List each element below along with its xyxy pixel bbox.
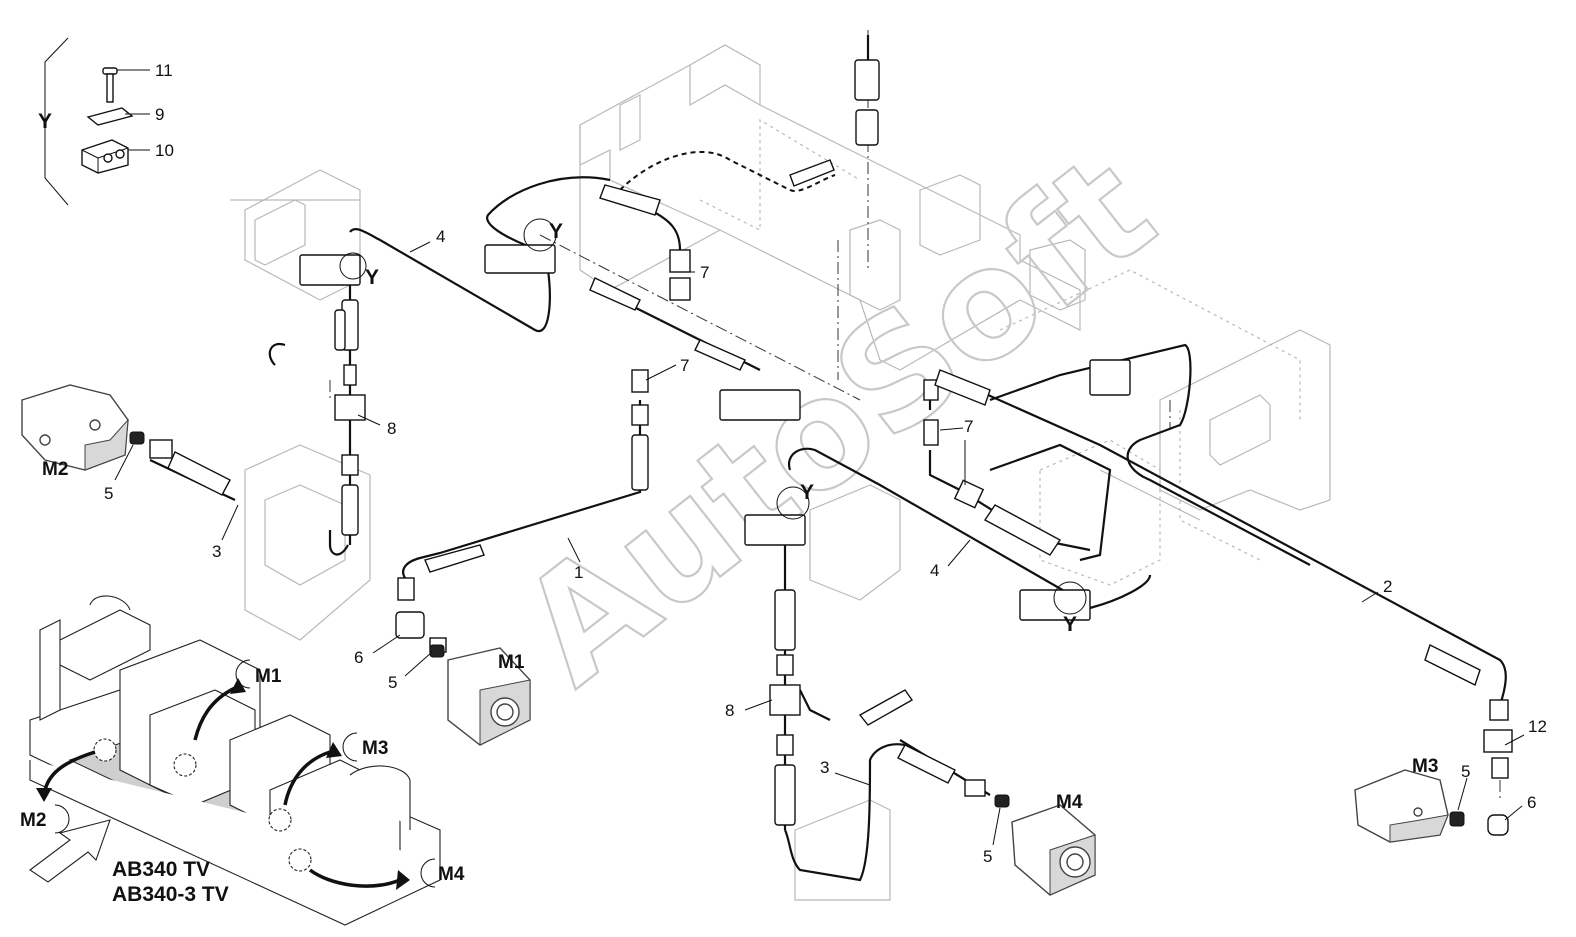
inset-label-y: Y — [38, 110, 52, 133]
machine-label-m2: M2 — [20, 810, 46, 831]
callout-10: 10 — [155, 141, 174, 160]
centre-lines — [329, 30, 1501, 800]
callout-7-right: 7 — [964, 417, 973, 436]
callout-3-lower: 3 — [820, 758, 829, 777]
callout-11: 11 — [155, 61, 173, 80]
callout-leaders — [114, 241, 1525, 846]
callout-7-upper: 7 — [700, 263, 709, 282]
callout-5-m4: 5 — [983, 847, 992, 866]
callout-1: 1 — [574, 563, 583, 582]
machine-frame — [230, 44, 1331, 901]
detail-label-y-4: Y — [1063, 613, 1077, 636]
detail-label-y-2: Y — [549, 220, 563, 243]
callout-2: 2 — [1383, 577, 1392, 596]
callout-5-m1: 5 — [388, 673, 397, 692]
callout-6-left: 6 — [354, 648, 363, 667]
motor-label-m4: M4 — [1056, 792, 1083, 813]
callout-4-lower: 4 — [930, 561, 939, 580]
machine-label-m1: M1 — [255, 666, 282, 687]
machine-label-m4: M4 — [438, 864, 465, 885]
callout-9: 9 — [155, 105, 164, 124]
motor-label-m3: M3 — [1412, 756, 1438, 777]
hose-fittings — [129, 59, 1513, 836]
detail-circles — [339, 218, 1087, 615]
motor-m2 — [21, 384, 129, 471]
motor-m1 — [447, 647, 531, 746]
callout-4-upper: 4 — [436, 227, 445, 246]
callout-8-left: 8 — [387, 419, 396, 438]
motor-label-m2: M2 — [42, 459, 68, 480]
machine-overview — [29, 595, 441, 926]
callout-3-left: 3 — [212, 542, 221, 561]
motor-m3 — [1354, 769, 1449, 843]
motor-label-m1: M1 — [498, 652, 525, 673]
callout-5-left: 5 — [104, 484, 113, 503]
watermark-text: AutoSoft — [490, 122, 1185, 718]
detail-label-y-1: Y — [365, 266, 379, 289]
callout-5-m3: 5 — [1461, 762, 1470, 781]
callout-12: 12 — [1528, 717, 1547, 736]
machine-label-m3: M3 — [362, 738, 388, 759]
inset-detail-y — [44, 37, 150, 206]
model-name-1: AB340 TV — [112, 858, 210, 881]
callout-6-right: 6 — [1527, 793, 1536, 812]
detail-label-y-3: Y — [800, 481, 814, 504]
model-name-2: AB340-3 TV — [112, 883, 229, 906]
motor-m4 — [1011, 804, 1096, 896]
callout-8-lower: 8 — [725, 701, 734, 720]
callout-7-middle: 7 — [680, 356, 689, 375]
